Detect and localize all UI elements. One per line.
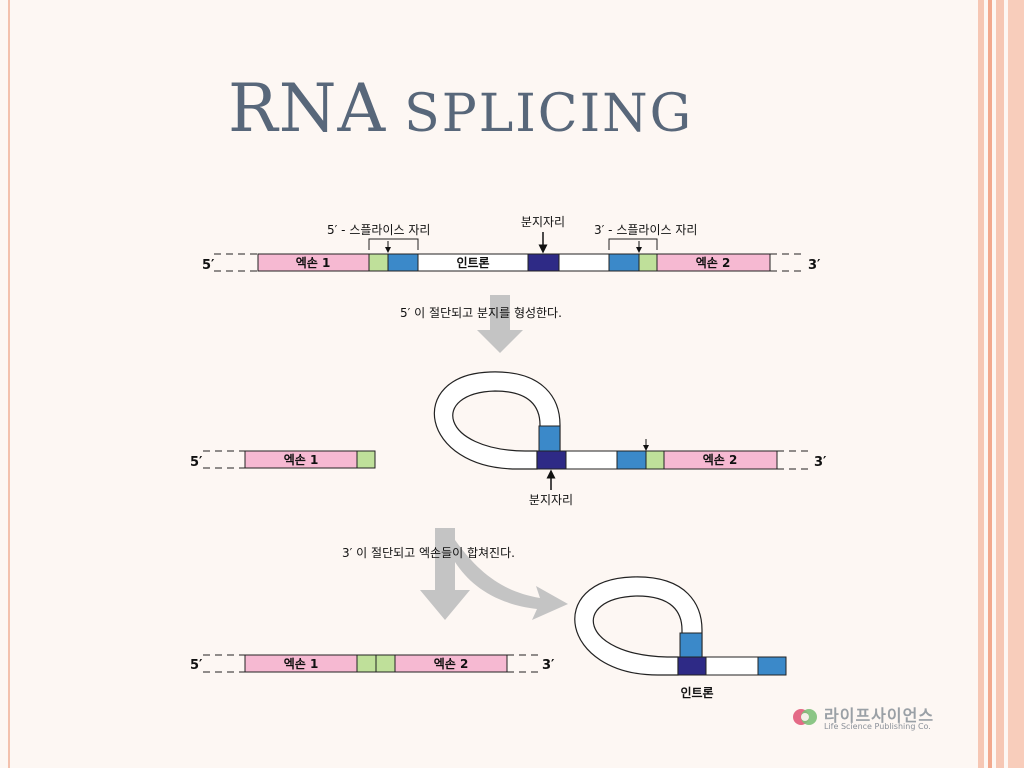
row3-lariat-blue-box — [679, 632, 703, 658]
publisher-logo: 라이프사이언스 Life Science Publishing Co. — [792, 702, 962, 738]
row3-green-box-2 — [375, 654, 396, 673]
row2-lariat-loop — [433, 371, 561, 470]
five-prime-bracket — [368, 238, 419, 250]
row2-exon2-box — [663, 450, 778, 470]
row3-branch-box — [677, 656, 707, 676]
row3-five-prime-label: 5′ — [190, 658, 203, 673]
spliced-row: 5′ 엑손 1 엑손 2 3′ 인트론 — [190, 576, 787, 700]
row2-green-box-2 — [645, 450, 665, 470]
row1-intron-end-box — [558, 253, 610, 272]
logo-english-text: Life Science Publishing Co. — [824, 722, 931, 731]
row3-left-dashes — [203, 654, 245, 673]
row3-blue-box — [757, 656, 787, 676]
row1-left-dashes — [214, 253, 258, 272]
row3-exon2-box — [394, 654, 508, 673]
row1-green-box-2 — [638, 253, 658, 272]
row3-right-dashes — [507, 654, 540, 673]
row1-intron-label: 인트론 — [456, 255, 489, 270]
row2-three-prime-label: 3′ — [814, 455, 827, 470]
row3-lariat-loop — [574, 576, 703, 676]
row1-blue-box-2 — [608, 253, 640, 272]
step2-curved-arrow — [455, 540, 568, 620]
row3-exon2-label: 엑손 2 — [434, 656, 469, 671]
row2-branch-label: 분지자리 — [529, 493, 573, 507]
row3-exon1-label: 엑손 1 — [284, 656, 319, 671]
lariat-row: 5′ 엑손 1 엑손 2 3′ 분지자리 — [190, 371, 827, 507]
left-border-line — [8, 0, 10, 768]
row2-green-box — [356, 450, 376, 469]
step1-down-arrow — [477, 295, 523, 353]
pre-mrna-row: 5′ 엑손 1 인트론 엑손 2 3′ 5′ - 스플라이스 자리 분지자리 3… — [202, 215, 821, 273]
slide-title: RNA SPLICING — [228, 70, 693, 147]
row1-exon2-label: 엑손 2 — [696, 255, 731, 270]
row1-blue-box — [387, 253, 419, 272]
row1-green-box — [368, 253, 389, 272]
row2-blue-box — [616, 450, 647, 470]
row2-intron-tail-box — [565, 450, 618, 470]
right-decorative-stripes — [976, 0, 1024, 768]
row1-five-prime-label: 5′ — [202, 258, 215, 273]
three-prime-splice-site-label: 3′ - 스플라이스 자리 — [594, 223, 697, 237]
row3-green-box-1 — [356, 654, 377, 673]
row1-right-dashes — [770, 253, 806, 272]
five-prime-splice-site-label: 5′ - 스플라이스 자리 — [327, 223, 430, 237]
row2-lariat-blue-box — [538, 425, 561, 452]
row2-five-prime-label: 5′ — [190, 455, 203, 470]
step2-down-arrow — [420, 528, 470, 620]
step1-text: 5′ 이 절단되고 분지를 형성한다. — [400, 306, 562, 320]
leaf-logo-icon — [793, 709, 817, 725]
row2-branch-box — [536, 450, 567, 470]
branch-site-label-top: 분지자리 — [521, 215, 565, 229]
step2-text: 3′ 이 절단되고 엑손들이 합쳐진다. — [342, 546, 515, 560]
row2-right-dashes — [777, 450, 812, 470]
three-prime-bracket — [608, 238, 658, 250]
row3-three-prime-label: 3′ — [542, 658, 555, 673]
row2-exon2-label: 엑손 2 — [703, 452, 738, 467]
row1-exon1-label: 엑손 1 — [296, 255, 331, 270]
row1-branch-box — [527, 253, 560, 272]
row1-three-prime-label: 3′ — [808, 258, 821, 273]
title-main: RNA — [228, 70, 387, 147]
row3-intron-tail-box — [705, 656, 759, 676]
logo-korean-text: 라이프사이언스 — [824, 706, 935, 725]
row1-exon2-box — [656, 253, 771, 272]
title-rest: SPLICING — [404, 84, 694, 144]
row2-left-dashes — [203, 450, 245, 469]
row2-exon1-label: 엑손 1 — [284, 452, 319, 467]
row3-intron-label: 인트론 — [680, 685, 713, 700]
